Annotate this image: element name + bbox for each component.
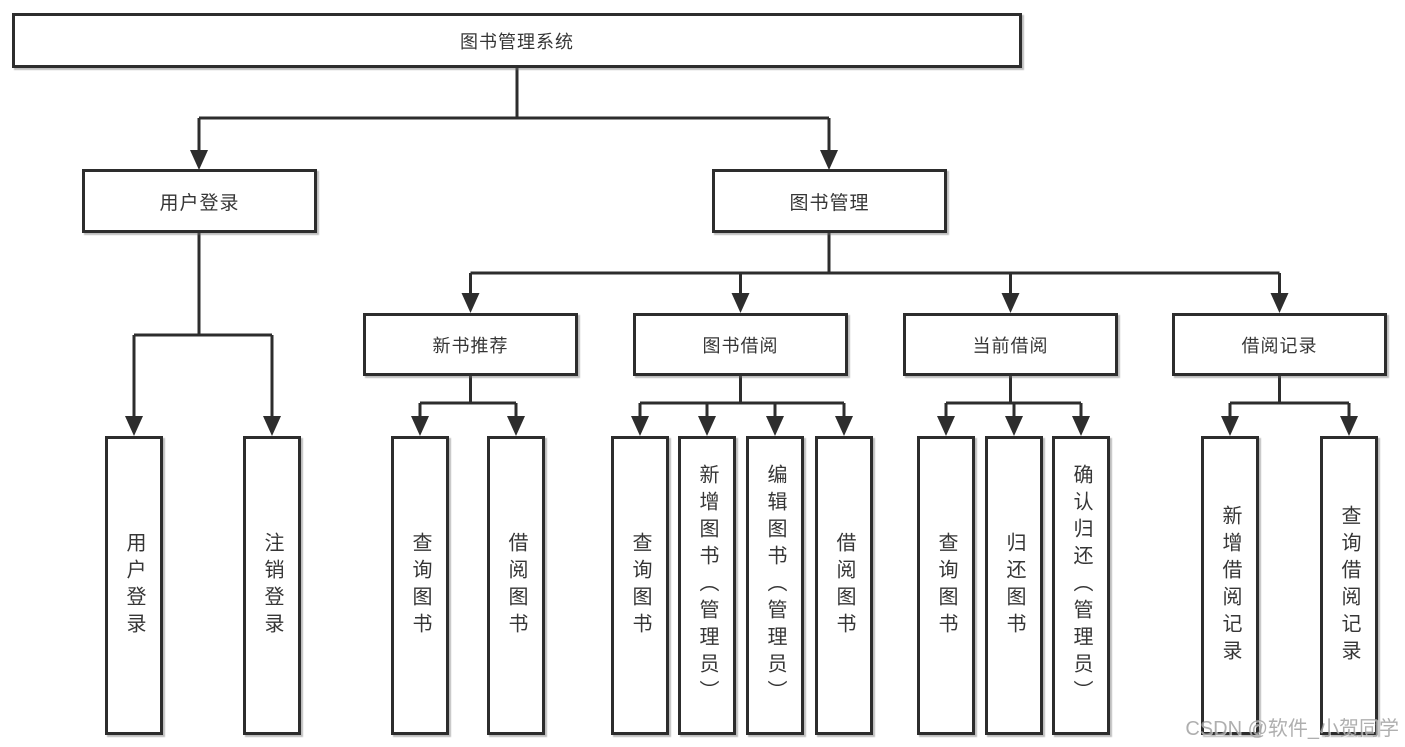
leaf-borrow-books-recommend: 借阅图书 xyxy=(487,436,545,735)
arrowhead xyxy=(1221,416,1239,436)
connectors-root-to-level2 xyxy=(190,68,838,170)
arrowhead xyxy=(411,416,429,436)
leaf-label: 新增借阅记录 xyxy=(1219,504,1241,667)
node-library-management-system: 图书管理系统 xyxy=(12,13,1022,68)
leaf-label: 查询借阅记录 xyxy=(1338,504,1360,667)
arrowhead xyxy=(1072,416,1090,436)
leaf-add-book-admin: 新增图书（管理员） xyxy=(678,436,736,735)
leaf-label: 借阅图书 xyxy=(833,531,855,640)
leaf-query-borrow-record: 查询借阅记录 xyxy=(1320,436,1378,735)
leaf-label: 查询图书 xyxy=(629,531,651,640)
arrowhead xyxy=(820,150,838,170)
arrowhead xyxy=(1005,416,1023,436)
leaf-logout: 注销登录 xyxy=(243,436,301,735)
arrowhead xyxy=(698,416,716,436)
node-book-borrow: 图书借阅 xyxy=(633,313,848,376)
leaf-query-books-borrow: 查询图书 xyxy=(611,436,669,735)
connectors-new-book-recommend-children xyxy=(411,376,525,436)
csdn-watermark: CSDN @软件_小贺同学 xyxy=(1185,718,1399,740)
connectors-book-management-children xyxy=(461,233,1289,313)
arrowhead xyxy=(835,416,853,436)
leaf-edit-book-admin: 编辑图书（管理员） xyxy=(746,436,804,735)
node-new-book-recommend: 新书推荐 xyxy=(363,313,578,376)
leaf-label: 查询图书 xyxy=(409,531,431,640)
leaf-label: 借阅图书 xyxy=(505,531,527,640)
leaf-user-login: 用户登录 xyxy=(105,436,163,735)
node-borrow-records: 借阅记录 xyxy=(1172,313,1387,376)
leaf-label: 用户登录 xyxy=(123,531,145,640)
node-user-login: 用户登录 xyxy=(82,169,317,233)
arrowhead xyxy=(1340,416,1358,436)
connectors-user-login-children xyxy=(125,233,281,436)
leaf-label: 归还图书 xyxy=(1003,531,1025,640)
arrowhead xyxy=(766,416,784,436)
connectors-book-borrow-children xyxy=(631,376,853,436)
arrowhead xyxy=(731,293,750,313)
connectors-borrow-records-children xyxy=(1221,376,1358,436)
leaf-label: 确认归还（管理员） xyxy=(1070,464,1092,707)
leaf-label: 查询图书 xyxy=(935,531,957,640)
leaf-query-books-current: 查询图书 xyxy=(917,436,975,735)
arrowhead xyxy=(190,150,208,170)
arrowhead xyxy=(631,416,649,436)
arrowhead xyxy=(1001,293,1020,313)
arrowhead xyxy=(1270,293,1289,313)
arrowhead xyxy=(507,416,525,436)
leaf-label: 注销登录 xyxy=(261,531,283,640)
node-current-borrow: 当前借阅 xyxy=(903,313,1118,376)
leaf-query-books-recommend: 查询图书 xyxy=(391,436,449,735)
arrowhead xyxy=(125,416,143,436)
leaf-label: 新增图书（管理员） xyxy=(696,464,718,707)
arrowhead xyxy=(263,416,281,436)
arrowhead xyxy=(937,416,955,436)
leaf-label: 编辑图书（管理员） xyxy=(764,464,786,707)
leaf-return-book: 归还图书 xyxy=(985,436,1043,735)
leaf-confirm-return-admin: 确认归还（管理员） xyxy=(1052,436,1110,735)
leaf-add-borrow-record: 新增借阅记录 xyxy=(1201,436,1259,735)
arrowhead xyxy=(461,293,480,313)
connectors-current-borrow-children xyxy=(937,376,1090,436)
node-book-management: 图书管理 xyxy=(712,169,947,233)
leaf-borrow-books: 借阅图书 xyxy=(815,436,873,735)
